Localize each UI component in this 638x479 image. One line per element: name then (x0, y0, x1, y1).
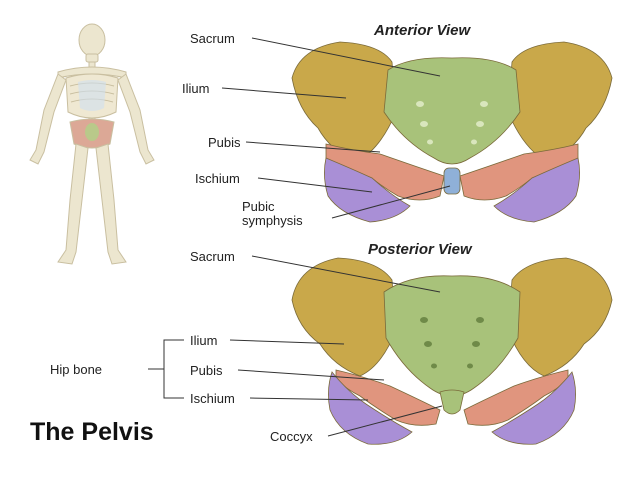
pubic-symphysis (443, 167, 461, 195)
posterior-ischium-left (328, 371, 413, 445)
posterior-pubis-label: Pubis (190, 363, 223, 378)
posterior-ischium-label: Ischium (190, 391, 235, 406)
posterior-pelvis (291, 257, 613, 445)
anterior-ischium-left (324, 157, 411, 223)
posterior-coccyx (439, 389, 465, 415)
posterior-view-title: Posterior View (368, 241, 472, 258)
posterior-ilium-left (291, 257, 397, 377)
anterior-ilium-label: Ilium (182, 81, 210, 96)
posterior-sacrum (383, 275, 521, 397)
anterior-ilium-left (291, 41, 397, 163)
hip-bone-label: Hip bone (50, 362, 103, 377)
anterior-pelvis (291, 41, 613, 223)
anterior-ilium-right (507, 41, 613, 163)
posterior-ischium-right (491, 371, 576, 445)
anterior-sacrum-label: Sacrum (190, 31, 235, 46)
skeleton-figure-icon (29, 23, 155, 265)
leader-lines (148, 37, 451, 437)
anterior-view-title: Anterior View (374, 22, 471, 39)
pubic-symphysis-label-line2: symphysis (242, 213, 303, 228)
pubic-symphysis-label-line1: Pubic (242, 199, 275, 214)
anterior-sacrum (383, 57, 521, 165)
page-title: The Pelvis (30, 418, 154, 446)
posterior-sacrum-label: Sacrum (190, 249, 235, 264)
anterior-ischium-right (493, 157, 580, 223)
posterior-coccyx-label: Coccyx (270, 429, 313, 444)
posterior-ilium-label: Ilium (190, 333, 218, 348)
posterior-pubis (335, 369, 441, 426)
anterior-pubis-label: Pubis (208, 135, 241, 150)
posterior-ilium-right (507, 257, 613, 377)
anterior-ischium-label: Ischium (195, 171, 240, 186)
